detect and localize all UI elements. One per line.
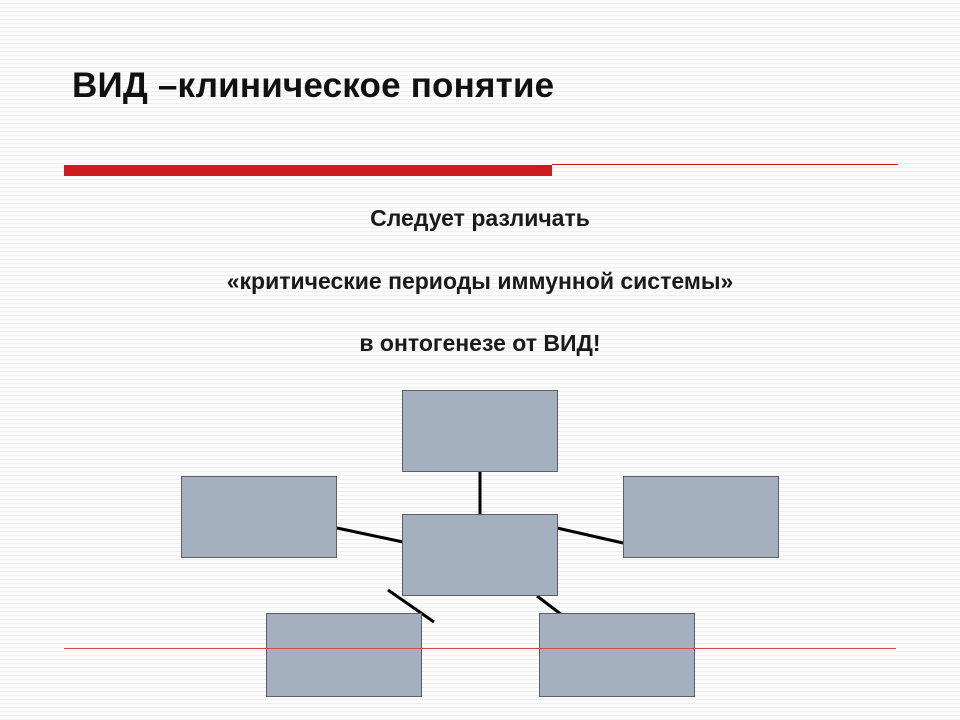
slide-title: ВИД –клиническое понятие <box>72 66 555 105</box>
diagram-box-center <box>402 514 558 596</box>
connector-left-center <box>336 526 404 544</box>
connector-right-center <box>556 526 624 545</box>
diagram-box-left <box>181 476 337 558</box>
title-accent-bar <box>64 165 552 176</box>
body-line-1: Следует различать <box>370 205 590 231</box>
diagram-box-bottom-left <box>266 613 422 697</box>
bottom-rule <box>64 648 896 649</box>
diagram-box-right <box>623 476 779 558</box>
connector-center-bottom-right <box>536 594 563 617</box>
diagram-box-bottom-right <box>539 613 695 697</box>
title-accent-line <box>552 164 898 165</box>
body-line-3: в онтогенезе от ВИД! <box>359 330 601 356</box>
connector-center-bottom-left <box>387 588 435 624</box>
body-line-2: «критические периоды иммунной системы» <box>226 268 734 294</box>
diagram-box-top <box>402 390 558 472</box>
